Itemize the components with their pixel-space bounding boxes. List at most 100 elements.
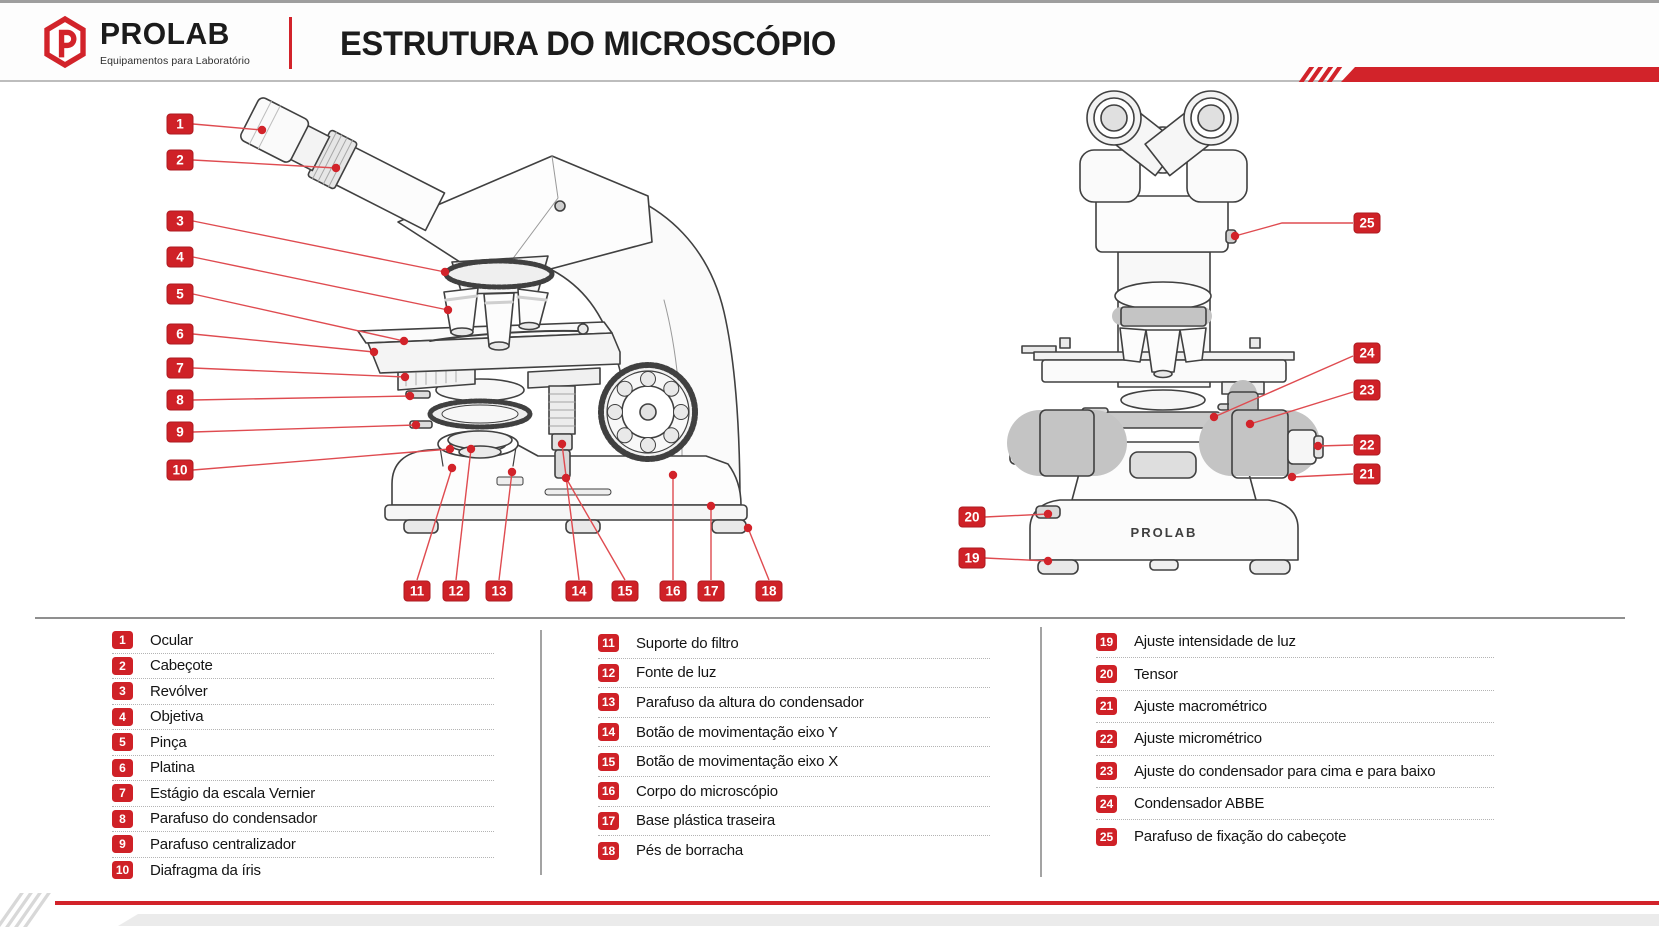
leader-dot-8 bbox=[405, 391, 415, 401]
leader-dot-9 bbox=[411, 420, 421, 430]
legend-label-21: Ajuste macrométrico bbox=[1134, 697, 1267, 715]
legend-badge-15: 15 bbox=[598, 752, 619, 771]
leader-line-6 bbox=[192, 333, 375, 353]
leader-line-7 bbox=[192, 367, 406, 378]
leader-line-24 bbox=[1213, 355, 1354, 418]
legend-badge-19: 19 bbox=[1096, 632, 1117, 651]
leader-line-19 bbox=[984, 557, 1049, 562]
leader-dot-12 bbox=[466, 444, 476, 454]
legend-badge-23: 23 bbox=[1096, 762, 1117, 781]
legend-label-24: Condensador ABBE bbox=[1134, 795, 1265, 813]
leader-line-13 bbox=[498, 471, 513, 581]
legend-badge-21: 21 bbox=[1096, 697, 1117, 716]
footer-red-rule bbox=[55, 901, 1659, 905]
leader-line-14 bbox=[561, 443, 580, 581]
legend-label-2: Cabeçote bbox=[150, 657, 213, 675]
legend-label-9: Parafuso centralizador bbox=[150, 835, 296, 853]
legend-label-11: Suporte do filtro bbox=[636, 634, 739, 652]
leader-line-12 bbox=[455, 448, 472, 581]
legend-badge-3: 3 bbox=[112, 682, 133, 701]
leader-line-2 bbox=[192, 159, 337, 169]
legend-label-17: Base plástica traseira bbox=[636, 812, 776, 830]
leader-dot-14 bbox=[557, 439, 567, 449]
brand-name: PROLAB bbox=[100, 16, 230, 51]
leader-dot-21 bbox=[1287, 472, 1297, 482]
header-accent-bar bbox=[1341, 67, 1659, 82]
leader-line-15 bbox=[565, 477, 626, 581]
leader-lines-layer bbox=[192, 123, 1354, 581]
leader-dot-7 bbox=[400, 372, 410, 382]
leader-line-21 bbox=[1291, 473, 1354, 478]
illustration-front-view: PROLAB bbox=[1007, 90, 1324, 575]
leader-dot-20 bbox=[1043, 509, 1053, 519]
legend-label-15: Botão de movimentação eixo X bbox=[636, 753, 839, 771]
leader-dot-5 bbox=[399, 336, 409, 346]
legend-label-16: Corpo do microscópio bbox=[636, 782, 778, 800]
legend-label-6: Platina bbox=[150, 759, 195, 777]
brand-block: PROLAB Equipamentos para Laboratório bbox=[42, 14, 250, 70]
legend-item-21: 21 Ajuste macrométrico bbox=[1096, 691, 1494, 724]
brand-tagline: Equipamentos para Laboratório bbox=[100, 55, 250, 67]
legend-label-22: Ajuste micrométrico bbox=[1134, 730, 1262, 748]
legend-item-9: 9 Parafuso centralizador bbox=[112, 832, 494, 858]
legend-item-4: 4 Objetiva bbox=[112, 705, 494, 730]
leader-line-1 bbox=[192, 123, 263, 131]
leader-dot-17 bbox=[706, 501, 716, 511]
leader-line-25 bbox=[1234, 222, 1353, 237]
leader-dot-2 bbox=[331, 163, 341, 173]
prolab-logo-icon bbox=[44, 15, 86, 69]
legend-badge-25: 25 bbox=[1096, 827, 1117, 846]
legend-badge-9: 9 bbox=[112, 835, 133, 854]
legend-badge-16: 16 bbox=[598, 782, 619, 801]
legend-badge-11: 11 bbox=[598, 634, 619, 653]
legend-label-4: Objetiva bbox=[150, 708, 204, 726]
leader-dot-24 bbox=[1209, 412, 1219, 422]
leader-line-11 bbox=[416, 467, 453, 581]
legend-item-15: 15 Botão de movimentação eixo X bbox=[598, 747, 990, 777]
legend-badge-14: 14 bbox=[598, 723, 619, 742]
page-top-border bbox=[0, 0, 1659, 3]
base-brand-label: PROLAB bbox=[1131, 525, 1198, 540]
leader-line-8 bbox=[192, 395, 411, 401]
legend-badge-20: 20 bbox=[1096, 665, 1117, 684]
legend-item-25: 25 Parafuso de fixação do cabeçote bbox=[1096, 820, 1494, 852]
leader-line-23 bbox=[1249, 391, 1354, 425]
leader-dot-16 bbox=[668, 470, 678, 480]
leader-dot-13 bbox=[507, 467, 517, 477]
legend-badge-7: 7 bbox=[112, 784, 133, 803]
leader-line-18 bbox=[747, 527, 770, 581]
legend-badge-13: 13 bbox=[598, 693, 619, 712]
legend-item-16: 16 Corpo do microscópio bbox=[598, 777, 990, 807]
legend-badge-5: 5 bbox=[112, 733, 133, 752]
legend-label-25: Parafuso de fixação do cabeçote bbox=[1134, 828, 1347, 846]
leader-dot-19 bbox=[1043, 556, 1053, 566]
page-title: ESTRUTURA DO MICROSCÓPIO bbox=[340, 25, 837, 63]
legend-badge-4: 4 bbox=[112, 707, 133, 726]
legend-divider bbox=[1040, 627, 1042, 877]
leader-line-10 bbox=[192, 448, 451, 471]
leader-dot-6 bbox=[369, 347, 379, 357]
legend-label-7: Estágio da escala Vernier bbox=[150, 784, 316, 802]
legend-badge-12: 12 bbox=[598, 663, 619, 682]
legend-label-23: Ajuste do condensador para cima e para b… bbox=[1134, 762, 1436, 780]
legend-label-18: Pés de borracha bbox=[636, 842, 744, 860]
leader-dot-4 bbox=[443, 305, 453, 315]
leader-dot-25 bbox=[1230, 231, 1240, 241]
